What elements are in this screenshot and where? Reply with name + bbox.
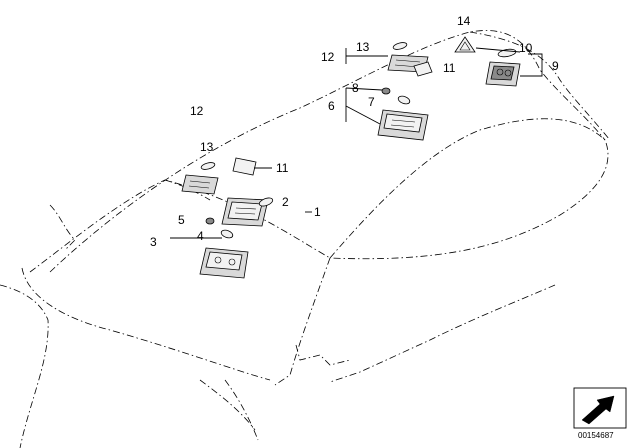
part-map-light-9 [485, 61, 521, 87]
callout-5: 5 [178, 213, 185, 227]
part-warning-triangle-14 [454, 36, 476, 53]
callout-11-top: 11 [443, 61, 456, 75]
part-socket-8 [381, 87, 391, 95]
callout-9: 9 [552, 59, 559, 73]
part-reading-light-rear [199, 247, 249, 279]
callout-13-mid: 13 [200, 140, 214, 154]
part-reading-light-center [377, 109, 429, 141]
part-lens-11-top [413, 61, 433, 77]
part-clip-13-mid [200, 162, 216, 170]
callout-6: 6 [328, 99, 335, 113]
document-number: 00154687 [578, 431, 614, 440]
part-bulb-10 [497, 48, 517, 58]
part-bulb-2 [258, 197, 274, 207]
part-socket-5 [205, 217, 215, 225]
callout-4: 4 [197, 229, 204, 243]
callout-10: 10 [519, 41, 533, 55]
part-bulb-7 [397, 95, 411, 105]
leader-lines [170, 47, 543, 239]
orientation-symbol [573, 387, 627, 429]
callout-14: 14 [457, 14, 471, 28]
callout-12-top: 12 [321, 50, 335, 64]
callout-7: 7 [368, 95, 375, 109]
part-lens-11-mid [232, 157, 257, 176]
part-clip-13-top [392, 42, 408, 50]
callout-13-top: 13 [356, 40, 370, 54]
callout-3: 3 [150, 235, 157, 249]
callout-1: 1 [314, 205, 321, 219]
part-switch-small-left [181, 174, 219, 195]
vehicle-outline [0, 30, 611, 448]
part-bulb-4 [220, 229, 234, 239]
part-interior-light-front [221, 197, 269, 227]
callout-12-mid: 12 [190, 104, 204, 118]
callout-labels: 1 2 3 4 5 6 7 8 9 10 11 11 12 12 13 13 1… [150, 14, 559, 249]
callout-8: 8 [352, 81, 359, 95]
callout-11-mid: 11 [276, 161, 289, 175]
callout-2: 2 [282, 195, 289, 209]
